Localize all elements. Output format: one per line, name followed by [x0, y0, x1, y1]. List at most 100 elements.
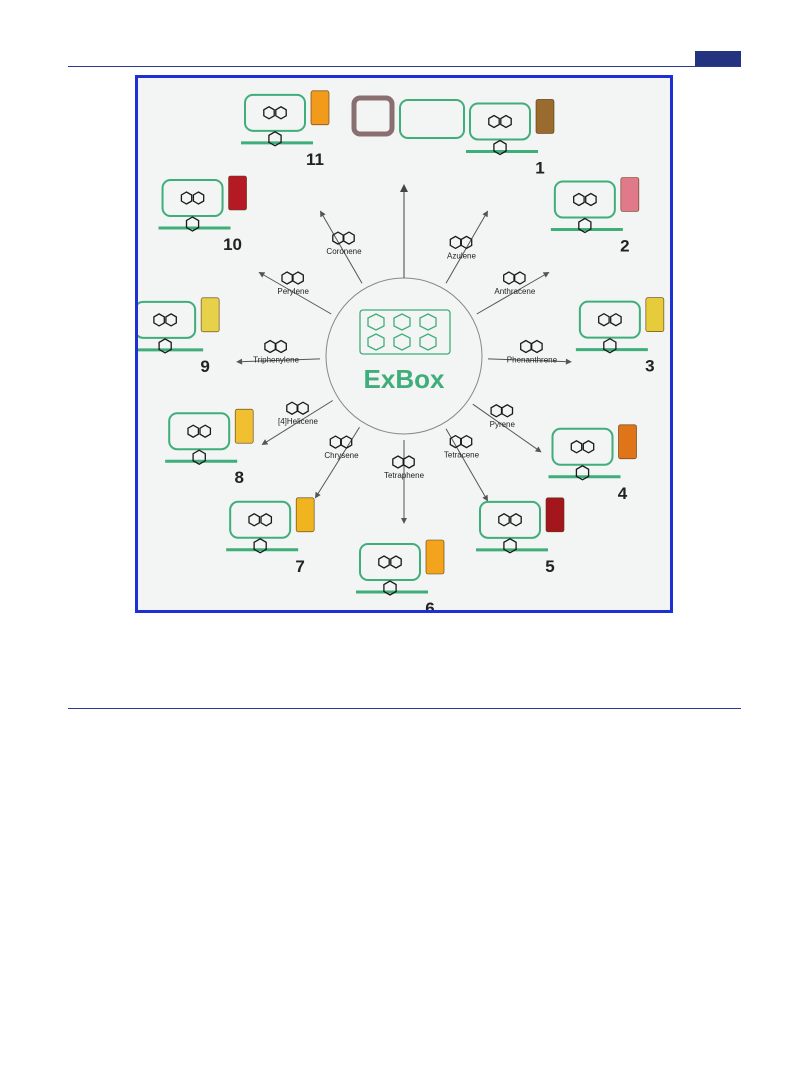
complex-number-tetracene: 5 — [545, 557, 554, 576]
encapsulated-guest-ring-coronene — [275, 106, 287, 120]
arrow-phenanthrene — [487, 358, 566, 363]
complex-number-pyrene: 4 — [618, 484, 628, 503]
encapsulated-guest-coronene — [263, 106, 275, 120]
host-cage-tetracene — [479, 500, 541, 539]
encapsulated-guest-triphenylene — [153, 313, 165, 327]
guest-structure-ring-4-helicene — [297, 401, 309, 415]
guest-label-perylene: Perylene — [277, 287, 309, 296]
exbox-structure — [359, 309, 451, 355]
host-cage-triphenylene — [138, 300, 197, 339]
top-crystal — [351, 95, 395, 137]
arrow-tetracene — [445, 428, 486, 497]
arrow-coronene — [322, 215, 363, 284]
crystal-4-helicene — [234, 408, 254, 444]
guest-structure-ring-coronene — [343, 231, 355, 245]
encapsulated-guest-ring-chrysene — [260, 513, 273, 527]
guest-label-phenanthrene: Phenanthrene — [507, 355, 558, 364]
arrow-4-helicene — [266, 400, 334, 443]
complex-number-chrysene: 7 — [295, 557, 304, 576]
arrow-head-coronene — [320, 210, 326, 218]
arrow-head-4-helicene — [261, 439, 269, 446]
side-guest-tetracene — [503, 538, 517, 554]
complex-number-azulene: 1 — [535, 158, 544, 177]
arrow-anthracene — [476, 274, 545, 315]
host-cage-perylene — [161, 179, 224, 217]
arrow-head-tetracene — [482, 494, 488, 502]
complex-number-coronene: 11 — [306, 150, 324, 169]
guest-label-pyrene: Pyrene — [490, 420, 516, 429]
side-guest-chrysene — [253, 538, 267, 554]
encapsulated-guest-ring-azulene — [500, 114, 512, 129]
guest-structure-triphenylene — [264, 339, 276, 354]
crystal-pyrene — [618, 424, 637, 460]
complex-number-triphenylene: 9 — [200, 357, 209, 376]
side-guest-azulene — [493, 139, 507, 156]
guest-structure-ring-pyrene — [501, 404, 514, 418]
arrow-head-phenanthrene — [565, 358, 572, 365]
encapsulated-guest-ring-tetraphene — [390, 555, 402, 569]
encapsulated-guest-tetraphene — [378, 555, 390, 569]
encapsulated-guest-phenanthrene — [598, 312, 610, 327]
encapsulated-guest-ring-perylene — [192, 191, 205, 205]
complex-number-anthracene: 2 — [620, 237, 629, 256]
host-cage-azulene — [469, 102, 531, 141]
encapsulated-guest-ring-tetracene — [510, 513, 522, 527]
center-circle — [325, 277, 483, 435]
host-cage-pyrene — [551, 427, 614, 466]
side-guest-coronene — [268, 131, 282, 147]
encapsulated-guest-chrysene — [248, 513, 261, 527]
side-guest-tetraphene — [383, 580, 397, 596]
guest-label-azulene: Azulene — [447, 251, 476, 260]
host-cage-phenanthrene — [578, 300, 641, 339]
encapsulated-guest-ring-anthracene — [585, 192, 597, 207]
guest-structure-azulene — [449, 235, 462, 250]
guest-structure-ring-perylene — [292, 271, 304, 285]
complex-number-tetraphene: 6 — [425, 599, 434, 610]
arrow-head-tetraphene — [401, 518, 407, 524]
host-cage-tetraphene — [359, 543, 421, 581]
guest-label-4-helicene: [4]Helicene — [278, 417, 319, 426]
encapsulated-guest-perylene — [180, 191, 193, 205]
complex-number-4-helicene: 8 — [234, 468, 243, 487]
header-tab — [695, 51, 741, 66]
encapsulated-guest-tetracene — [498, 513, 510, 527]
side-guest-pyrene — [575, 465, 590, 481]
arrow-head-triphenylene — [236, 358, 243, 365]
arrow-head-pyrene — [534, 446, 542, 453]
crystal-tetracene — [545, 497, 565, 533]
guest-label-chrysene: Chrysene — [324, 451, 359, 460]
center-title: ExBox — [364, 364, 445, 394]
side-guest-perylene — [185, 216, 200, 232]
side-guest-triphenylene — [158, 338, 172, 354]
guest-structure-ring-triphenylene — [275, 339, 287, 354]
header-rule — [68, 66, 741, 67]
encapsulated-guest-ring-triphenylene — [165, 313, 177, 327]
guest-label-triphenylene: Triphenylene — [253, 355, 300, 364]
arrow-head-chrysene — [314, 491, 321, 499]
encapsulated-guest-anthracene — [573, 192, 585, 207]
complex-number-perylene: 10 — [223, 235, 242, 254]
encapsulated-guest-ring-pyrene — [582, 440, 595, 454]
encapsulated-guest-ring-phenanthrene — [610, 312, 622, 327]
host-cage-anthracene — [553, 180, 616, 219]
side-guest-phenanthrene — [603, 337, 617, 354]
encapsulated-guest-pyrene — [570, 440, 583, 454]
guest-structure-pyrene — [490, 404, 503, 418]
arrow-perylene — [263, 274, 332, 315]
arrow-chrysene — [317, 426, 360, 494]
guest-structure-tetraphene — [392, 455, 404, 469]
arrow-head-anthracene — [542, 272, 550, 278]
crystal-anthracene — [620, 177, 640, 212]
guest-structure-ring-phenanthrene — [531, 339, 543, 354]
guest-label-tetracene: Tetracene — [444, 451, 480, 460]
arrow-azulene — [445, 215, 486, 284]
arrow-head-perylene — [258, 272, 266, 278]
guest-structure-4-helicene — [286, 401, 298, 415]
crystal-azulene — [535, 99, 555, 134]
guest-structure-chrysene — [329, 435, 342, 449]
guest-label-coronene: Coronene — [326, 247, 362, 256]
arrow-head-azulene — [482, 210, 488, 218]
guest-structure-ring-azulene — [460, 235, 473, 250]
